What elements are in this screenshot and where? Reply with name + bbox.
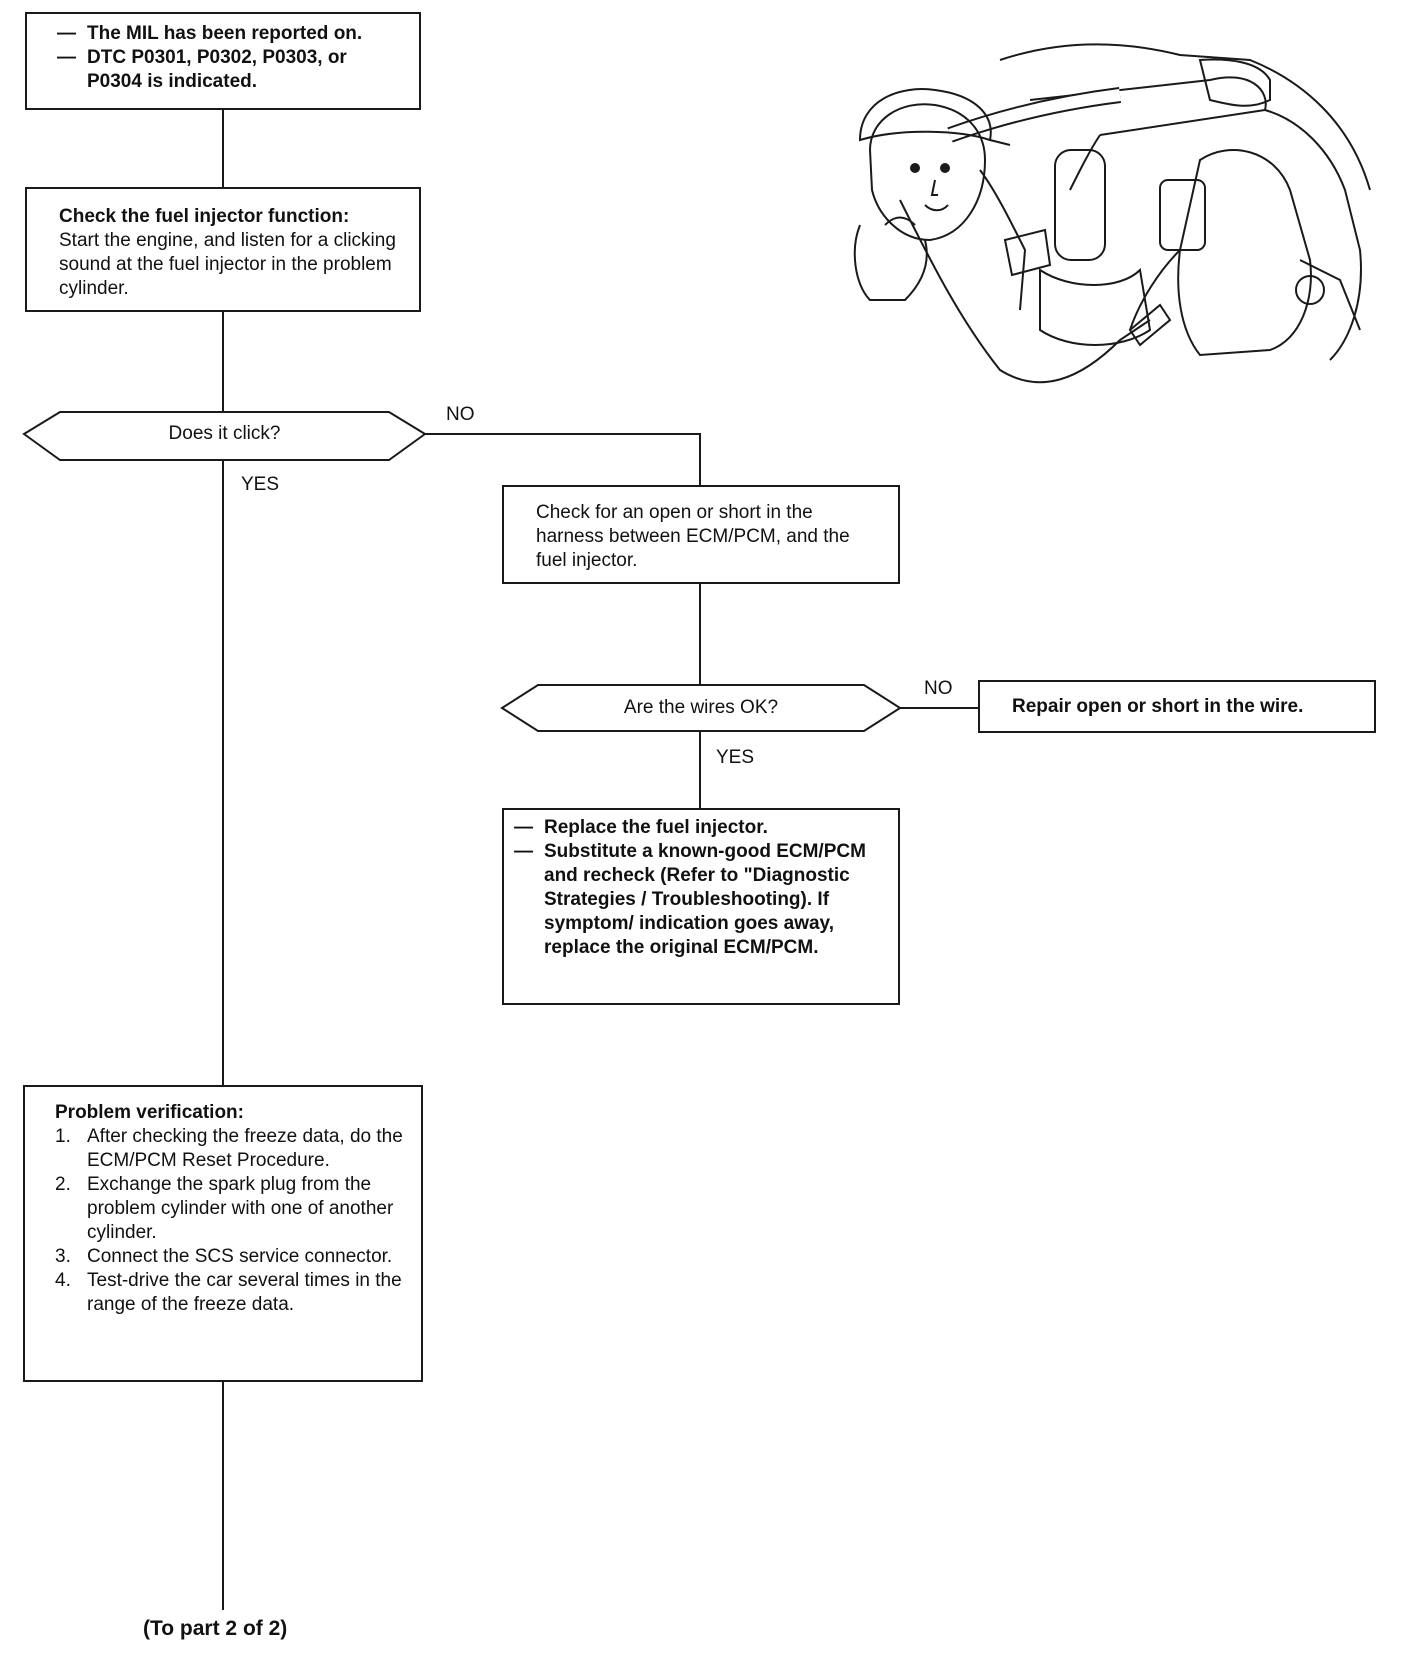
check-injector-box: Check the fuel injector function: Start … [25,187,421,312]
decision-click-no-label: NO [446,404,475,425]
repair-box: Repair open or short in the wire. [978,680,1376,733]
step-text: Exchange the spark plug from the problem… [87,1174,394,1243]
step-number: 1. [55,1126,71,1147]
start-item-text: The MIL has been reported on. [87,23,363,44]
repair-text: Repair open or short in the wire. [1012,696,1304,717]
verification-step-2: 2. Exchange the spark plug from the prob… [55,1173,405,1245]
decision-wires-shape [500,684,902,732]
dash-bullet: — [57,47,76,68]
mechanic-illustration [853,43,1371,384]
replace-item-2: — Substitute a known-good ECM/PCM and re… [514,840,888,960]
step-number: 3. [55,1246,71,1267]
replace-item-1: — Replace the fuel injector. [514,816,888,840]
step-text: After checking the freeze data, do the E… [87,1126,403,1171]
decision-click-shape [22,411,427,461]
connector-click-no [425,433,701,485]
step-number: 2. [55,1174,71,1195]
dash-bullet: — [514,841,533,862]
check-harness-body: Check for an open or short in the harnes… [536,502,850,571]
start-item-1: — The MIL has been reported on. [57,22,405,46]
decision-click-yes-label: YES [241,474,280,495]
verification-step-3: 3. Connect the SCS service connector. [55,1245,405,1269]
step-text: Connect the SCS service connector. [87,1246,393,1267]
step-text: Test-drive the car several times in the … [87,1270,402,1315]
replace-item-text: Replace the fuel injector. [544,817,768,838]
verification-box: Problem verification: 1. After checking … [23,1085,423,1382]
verification-title: Problem verification: [55,1102,244,1123]
verification-step-1: 1. After checking the freeze data, do th… [55,1125,405,1173]
check-injector-body: Start the engine, and listen for a click… [59,230,396,299]
verification-step-4: 4. Test-drive the car several times in t… [55,1269,405,1317]
decision-click-question: Does it click? [168,423,281,444]
step-number: 4. [55,1270,71,1291]
replace-item-text: Substitute a known-good ECM/PCM and rech… [544,841,866,958]
start-item-2: — DTC P0301, P0302, P0303, or P0304 is i… [57,46,405,94]
continuation-label: (To part 2 of 2) [143,1617,288,1640]
decision-wires-yes-label: YES [716,747,755,768]
check-injector-title: Check the fuel injector function: [59,206,350,227]
decision-wires-no-label: NO [924,678,953,699]
dash-bullet: — [514,817,533,838]
start-item-text: DTC P0301, P0302, P0303, or P0304 is ind… [87,47,347,92]
dash-bullet: — [57,23,76,44]
replace-box: — Replace the fuel injector. — Substitut… [502,808,900,1005]
check-harness-box: Check for an open or short in the harnes… [502,485,900,584]
decision-wires-question: Are the wires OK? [623,697,779,718]
start-box: — The MIL has been reported on. — DTC P0… [25,12,421,110]
